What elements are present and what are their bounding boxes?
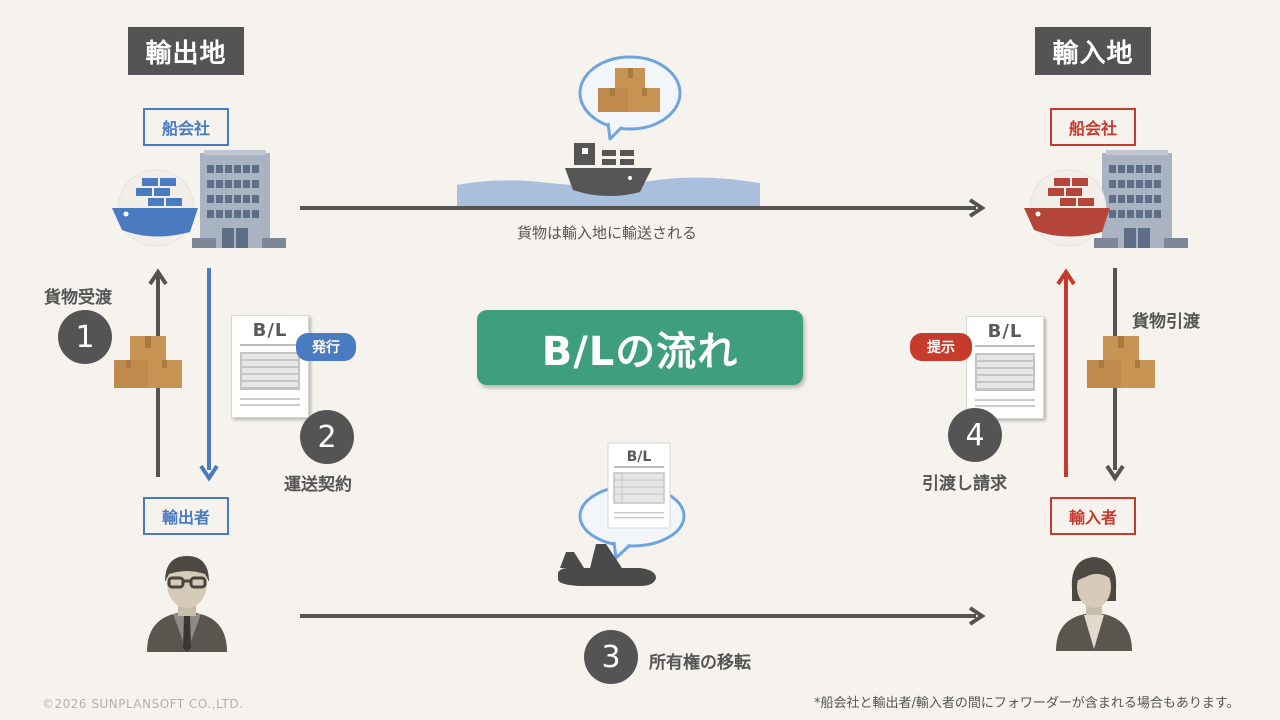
arrow-head-right-icon [968, 606, 986, 626]
glasses-icon [167, 576, 207, 589]
export-carrier-icon [112, 150, 286, 248]
cargo-delivery-label: 貨物引渡 [1132, 312, 1200, 332]
airplane-icon [558, 544, 656, 586]
step-4-label: 引渡し請求 [922, 474, 1007, 494]
building-icon [192, 150, 286, 248]
arrow-head-up-icon [1056, 268, 1076, 286]
copyright: ©2026 SUNPLANSOFT CO.,LTD. [42, 697, 244, 711]
arrow-head-down-icon [1105, 464, 1125, 482]
transport-arrow-line [300, 206, 976, 210]
bl-document-icon: B/L [607, 442, 671, 529]
cardboard-boxes-icon [598, 68, 660, 112]
footnote: *船会社と輸出者/輸入者の間にフォワーダーが含まれる場合もあります。 [814, 696, 1240, 711]
step-3-label: 所有権の移転 [649, 653, 751, 673]
step-2-label: 運送契約 [284, 475, 352, 495]
ownership-arrow-line [300, 614, 976, 618]
contract-arrow-line [207, 268, 211, 470]
cargo-ship-icon [565, 143, 652, 197]
import-carrier-label: 船会社 [1050, 108, 1136, 146]
transport-caption: 貨物は輸入地に輸送される [517, 224, 698, 242]
present-badge: 提示 [910, 333, 972, 361]
bl-document-present: B/L [966, 316, 1044, 419]
delivery-request-arrow-line [1064, 275, 1068, 477]
cardboard-boxes-icon [114, 336, 182, 388]
step-4-badge: 4 [948, 408, 1002, 462]
import-region-title: 輸入地 [1035, 27, 1151, 75]
importer-avatar-icon [1056, 557, 1132, 651]
bl-table-icon [240, 352, 300, 390]
svg-text:B/L: B/L [627, 449, 652, 465]
ship-icon [1024, 178, 1110, 237]
export-carrier-label: 船会社 [143, 108, 229, 146]
exporter-avatar-icon [147, 556, 227, 652]
building-icon [1094, 150, 1188, 248]
bl-table-icon [975, 353, 1035, 391]
bl-document-issue: B/L [231, 315, 309, 418]
step-1-badge: 1 [58, 310, 112, 364]
cardboard-boxes-icon [1087, 336, 1155, 388]
step-2-badge: 2 [300, 410, 354, 464]
ownership-transfer-illustration: B/L [558, 442, 686, 586]
arrow-head-up-icon [148, 268, 168, 286]
step-1-label: 貨物受渡 [44, 288, 112, 308]
diagram-title: B/Lの流れ [477, 310, 803, 385]
exporter-label: 輸出者 [143, 497, 229, 535]
bl-document-title: B/L [987, 321, 1023, 342]
bl-document-title: B/L [252, 320, 288, 341]
ship-icon [112, 178, 198, 237]
arrow-head-right-icon [968, 198, 986, 218]
step-3-badge: 3 [584, 630, 638, 684]
issue-badge: 発行 [296, 333, 356, 361]
import-carrier-icon [1024, 150, 1188, 248]
export-region-title: 輸出地 [128, 27, 244, 75]
arrow-head-down-icon [199, 464, 219, 482]
importer-label: 輸入者 [1050, 497, 1136, 535]
sea-shipping-illustration [457, 55, 760, 207]
